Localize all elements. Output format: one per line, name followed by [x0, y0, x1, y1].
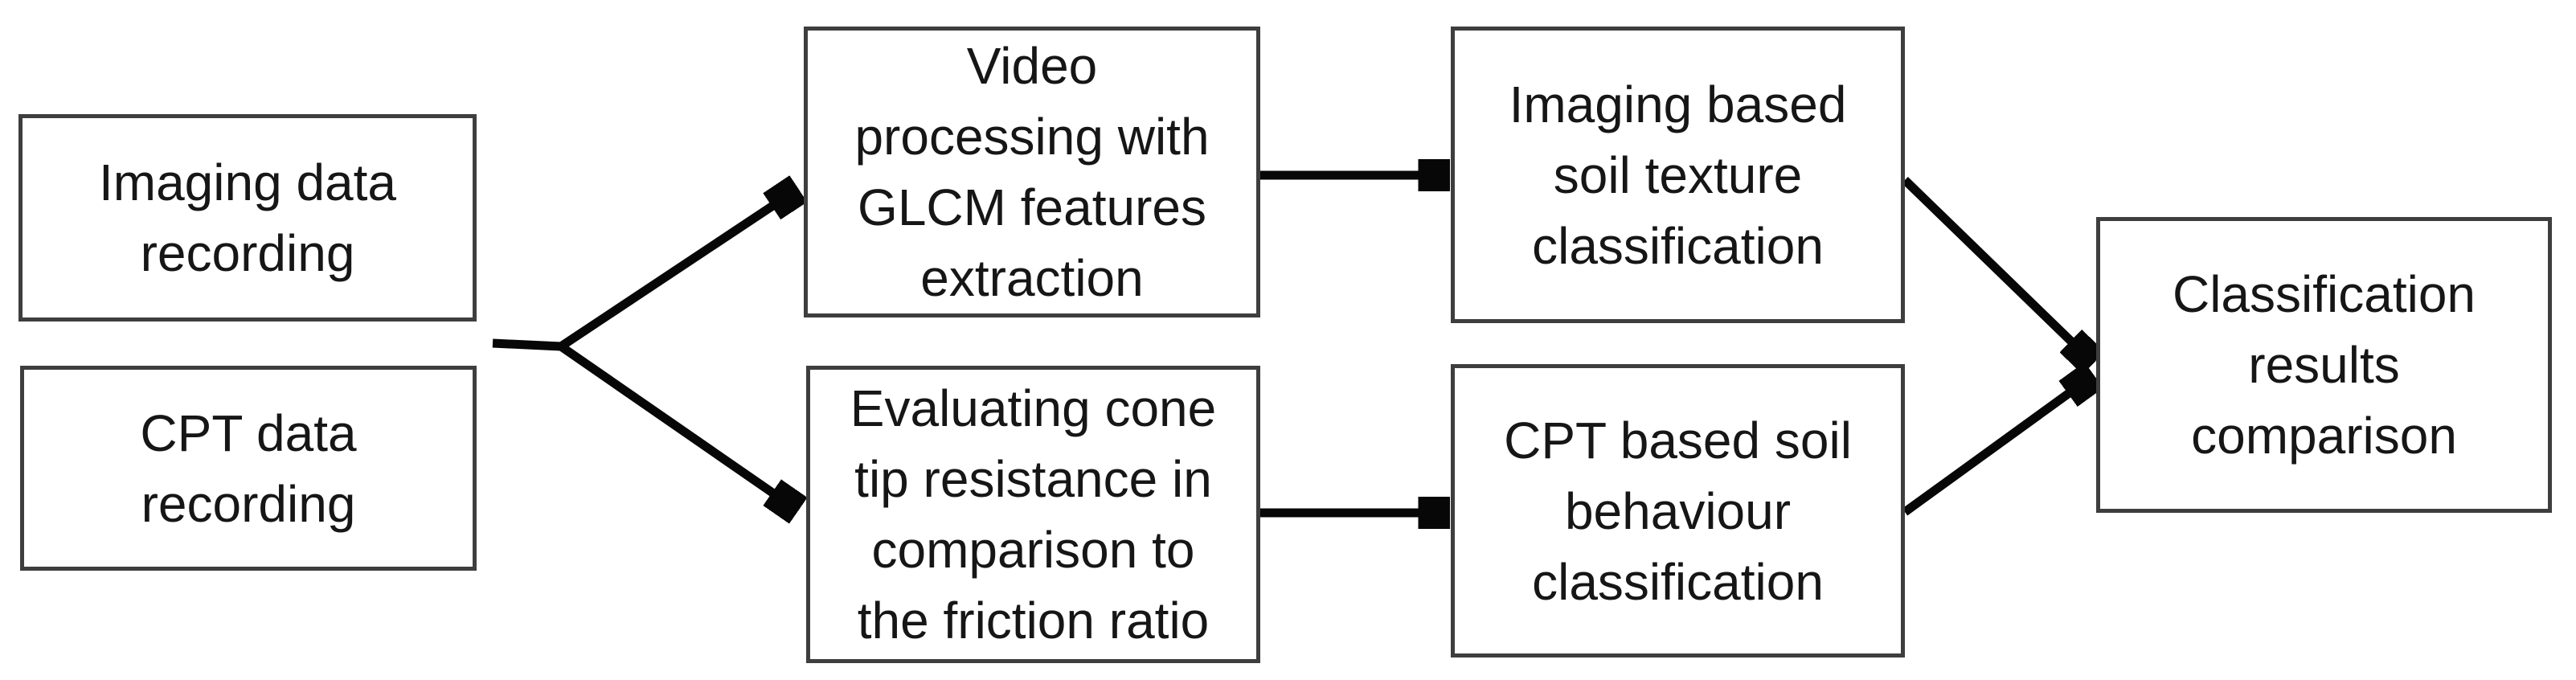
node-label: CPT based soil behaviour classification: [1504, 411, 1852, 611]
node-cpt-based-classification: CPT based soil behaviour classification: [1451, 364, 1905, 657]
arrow-fork-to-video-processing: [558, 190, 796, 350]
node-cone-tip-resistance-evaluation: Evaluating cone tip resistance in compar…: [806, 366, 1260, 663]
node-imaging-based-classification: Imaging based soil texture classificatio…: [1451, 27, 1905, 323]
node-video-processing-glcm: Video processing with GLCM features extr…: [804, 27, 1260, 317]
fork-stub-line: [492, 338, 562, 351]
node-label: Video processing with GLCM features extr…: [854, 37, 1210, 307]
node-label: Evaluating cone tip resistance in compar…: [850, 379, 1217, 649]
arrow-cpt-classification-to-results: [1902, 377, 2091, 516]
node-cpt-data-recording: CPT data recording: [20, 366, 477, 571]
node-imaging-data-recording: Imaging data recording: [18, 114, 477, 322]
node-label: Imaging data recording: [98, 154, 397, 282]
node-label: Classification results comparison: [2172, 265, 2476, 465]
arrow-fork-to-cone-tip-evaluation: [558, 342, 796, 509]
node-classification-results-comparison: Classification results comparison: [2096, 217, 2552, 513]
node-label: Imaging based soil texture classificatio…: [1509, 75, 1847, 275]
arrow-imaging-classification-to-results: [1902, 177, 2091, 361]
node-label: CPT data recording: [140, 403, 357, 533]
